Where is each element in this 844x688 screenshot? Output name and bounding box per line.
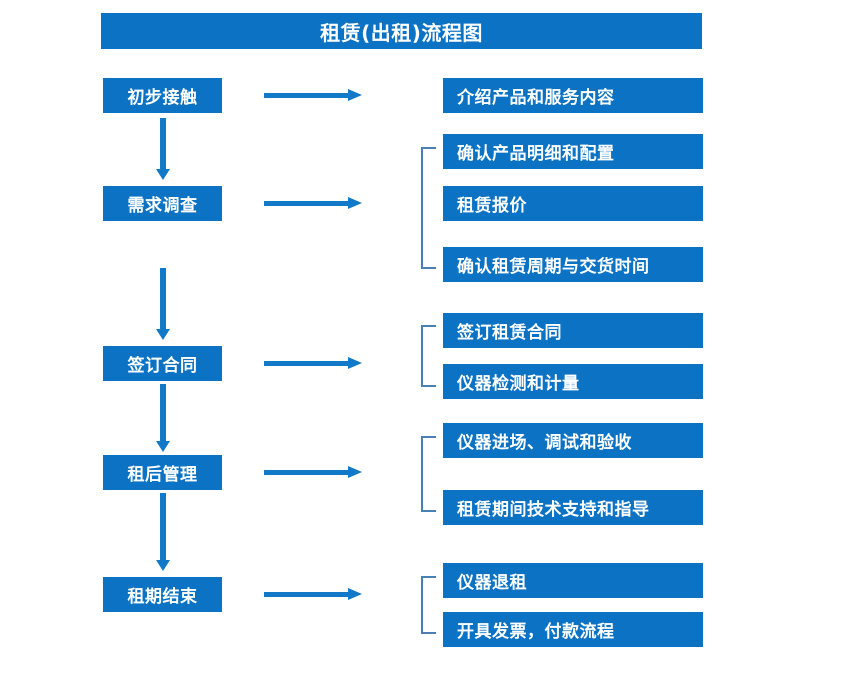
stage-box-post-rental-management[interactable]: 租后管理 [103, 455, 222, 490]
arrow-head [348, 466, 362, 478]
arrow-head [348, 357, 362, 369]
arrow-head [348, 588, 362, 600]
arrow-shaft [264, 93, 350, 98]
arrow-head [348, 197, 362, 209]
group-bracket-stage-4 [421, 436, 436, 512]
arrow-head [156, 329, 170, 340]
stage-box-initial-contact[interactable]: 初步接触 [103, 78, 222, 113]
detail-box-2-2[interactable]: 租赁报价 [443, 186, 703, 221]
detail-box-3-1[interactable]: 签订租赁合同 [443, 313, 703, 348]
detail-box-4-1[interactable]: 仪器进场、调试和验收 [443, 423, 703, 458]
arrow-head [156, 560, 170, 571]
arrow-shaft [160, 384, 166, 441]
arrow-shaft [160, 493, 166, 560]
detail-box-3-2[interactable]: 仪器检测和计量 [443, 364, 703, 399]
detail-box-1-1[interactable]: 介绍产品和服务内容 [443, 78, 703, 113]
arrow-head [156, 441, 170, 452]
arrow-right-stage-4 [264, 464, 362, 480]
group-bracket-stage-5 [421, 576, 436, 634]
arrow-down-stage-2-to-3 [155, 268, 171, 340]
arrow-right-stage-2 [264, 195, 362, 211]
diagram-title: 租赁(出租)流程图 [101, 13, 702, 49]
group-bracket-stage-2 [421, 147, 436, 269]
arrow-right-stage-1 [264, 87, 362, 103]
stage-box-sign-contract[interactable]: 签订合同 [103, 346, 222, 381]
detail-box-5-2[interactable]: 开具发票，付款流程 [443, 612, 703, 647]
group-bracket-stage-3 [421, 325, 436, 387]
stage-box-needs-survey[interactable]: 需求调查 [103, 186, 222, 221]
arrow-down-stage-4-to-5 [155, 493, 171, 571]
arrow-shaft [264, 201, 350, 206]
arrow-shaft [160, 118, 166, 169]
detail-box-2-1[interactable]: 确认产品明细和配置 [443, 134, 703, 169]
arrow-shaft [264, 592, 350, 597]
arrow-shaft [264, 361, 350, 366]
arrow-right-stage-5 [264, 586, 362, 602]
arrow-head [156, 169, 170, 180]
arrow-head [348, 89, 362, 101]
stage-box-lease-end[interactable]: 租期结束 [103, 577, 222, 612]
detail-box-4-2[interactable]: 租赁期间技术支持和指导 [443, 490, 703, 525]
arrow-shaft [264, 470, 350, 475]
arrow-down-stage-3-to-4 [155, 384, 171, 452]
detail-box-5-1[interactable]: 仪器退租 [443, 563, 703, 598]
arrow-right-stage-3 [264, 355, 362, 371]
arrow-down-stage-1-to-2 [155, 118, 171, 180]
detail-box-2-3[interactable]: 确认租赁周期与交货时间 [443, 247, 703, 282]
arrow-shaft [160, 268, 166, 329]
